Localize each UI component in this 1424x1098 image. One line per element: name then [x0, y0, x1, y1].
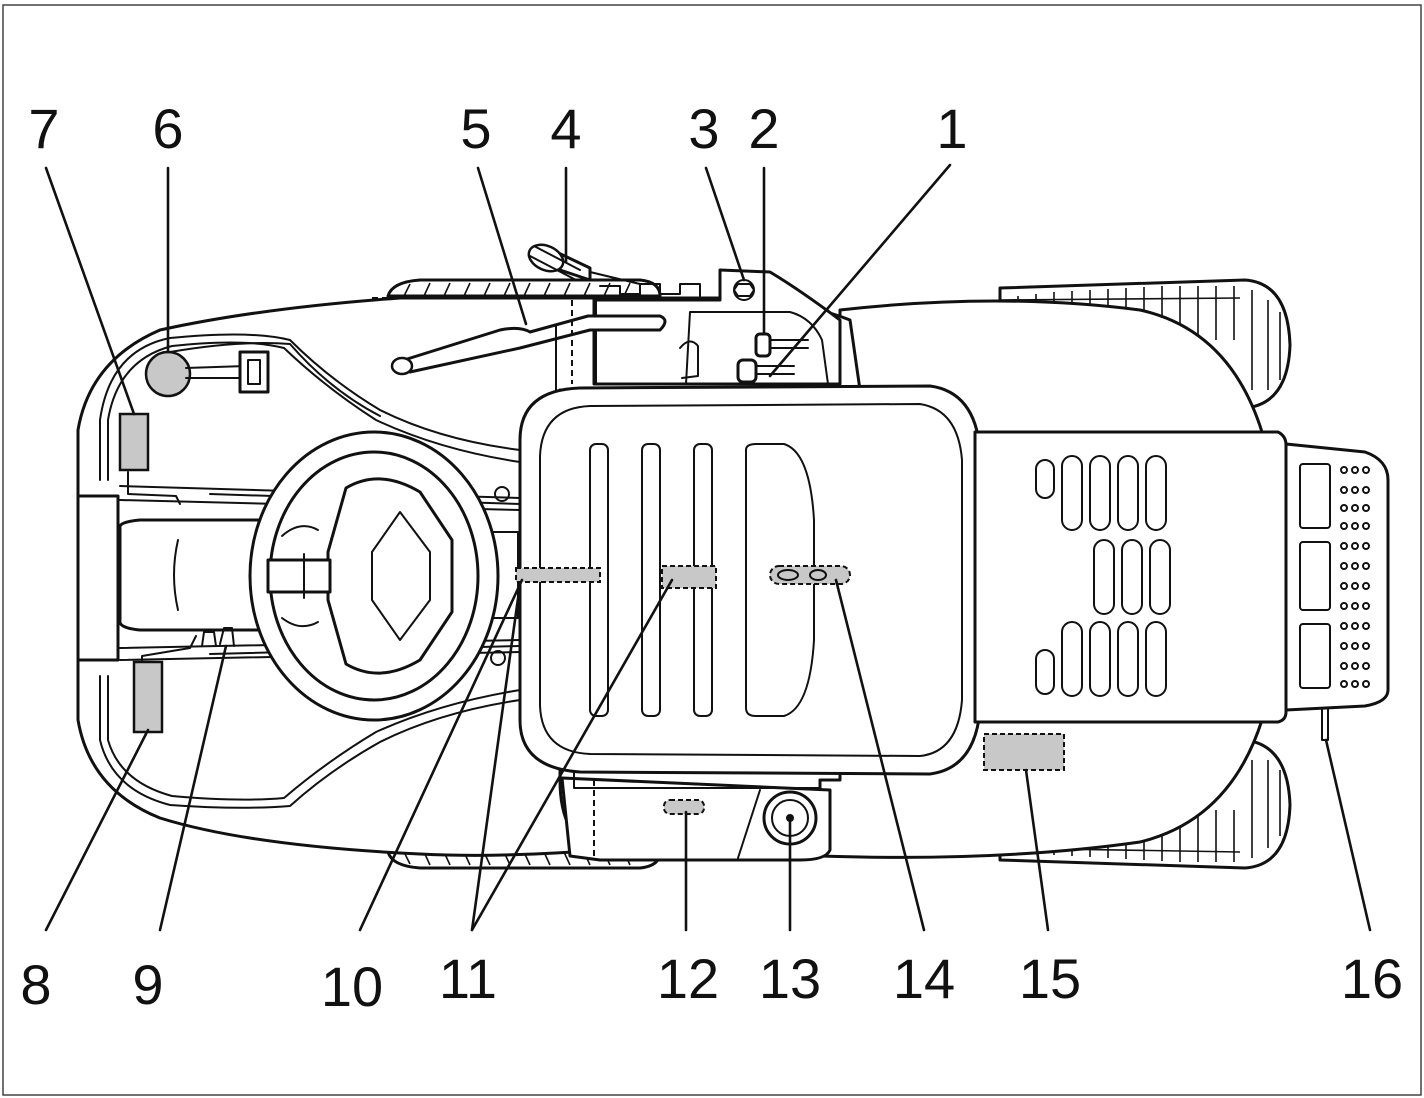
- callout-12: 12: [657, 947, 719, 1010]
- label-plate-15: [983, 733, 1065, 771]
- rail-bolt-top: [494, 486, 510, 502]
- callout-16: 16: [1341, 947, 1403, 1010]
- callout-9: 9: [132, 953, 163, 1016]
- fuel-tank-area: [560, 776, 832, 862]
- callout-5: 5: [460, 97, 491, 160]
- figure-frame: [2, 4, 1422, 1096]
- cutting-height-lever: [527, 243, 701, 297]
- steering-wheel: [248, 430, 500, 722]
- floor-panel-top-inner: [107, 341, 521, 481]
- callout-10: 10: [321, 955, 383, 1018]
- callout-3: 3: [688, 97, 719, 160]
- brake-pedal: [118, 412, 181, 505]
- pedal-cable: [169, 342, 381, 417]
- rail-bolt-bottom: [490, 650, 506, 666]
- leader-lines: [44, 163, 1372, 932]
- floor-panel-bottom: [99, 675, 521, 809]
- callout-1: 1: [936, 97, 967, 160]
- callout-4: 4: [550, 97, 581, 160]
- callout-7: 7: [28, 97, 59, 160]
- label-plate-11: [661, 565, 717, 589]
- rear-panel: [1284, 442, 1390, 712]
- callout-11: 11: [439, 947, 497, 1010]
- control-console: [592, 268, 842, 386]
- rear-panel-windows: [1299, 463, 1331, 689]
- floor-panel-top: [99, 333, 521, 481]
- callout-14: 14: [893, 947, 955, 1010]
- front-grille-curve-top: [173, 539, 179, 611]
- gear-lever: [390, 314, 667, 391]
- seat-rail-lower: [573, 771, 821, 789]
- rear-panel-holes: [1340, 466, 1370, 688]
- pedal-knob: [144, 350, 270, 398]
- label-plate-12: [663, 799, 705, 815]
- callout-2: 2: [748, 97, 779, 160]
- console-inner: [685, 311, 829, 385]
- label-plate-10: [515, 567, 601, 583]
- callout-13: 13: [759, 947, 821, 1010]
- console-latch: [679, 340, 699, 379]
- cruise-lever: [201, 627, 235, 647]
- seat: [518, 384, 982, 776]
- floor-panel-bottom-inner: [107, 675, 521, 801]
- callout-8: 8: [20, 953, 51, 1016]
- fuel-tank-divider: [737, 789, 761, 859]
- rear-deck: [973, 430, 1288, 724]
- vent-slots: [1035, 455, 1171, 697]
- label-plate-14: [769, 565, 851, 585]
- callout-6: 6: [152, 97, 183, 160]
- hitch-pin: [1321, 707, 1329, 741]
- choke-knob: [736, 358, 795, 384]
- callout-15: 15: [1019, 947, 1081, 1010]
- front-bumper: [76, 494, 120, 662]
- console-side-dashed: [372, 297, 597, 384]
